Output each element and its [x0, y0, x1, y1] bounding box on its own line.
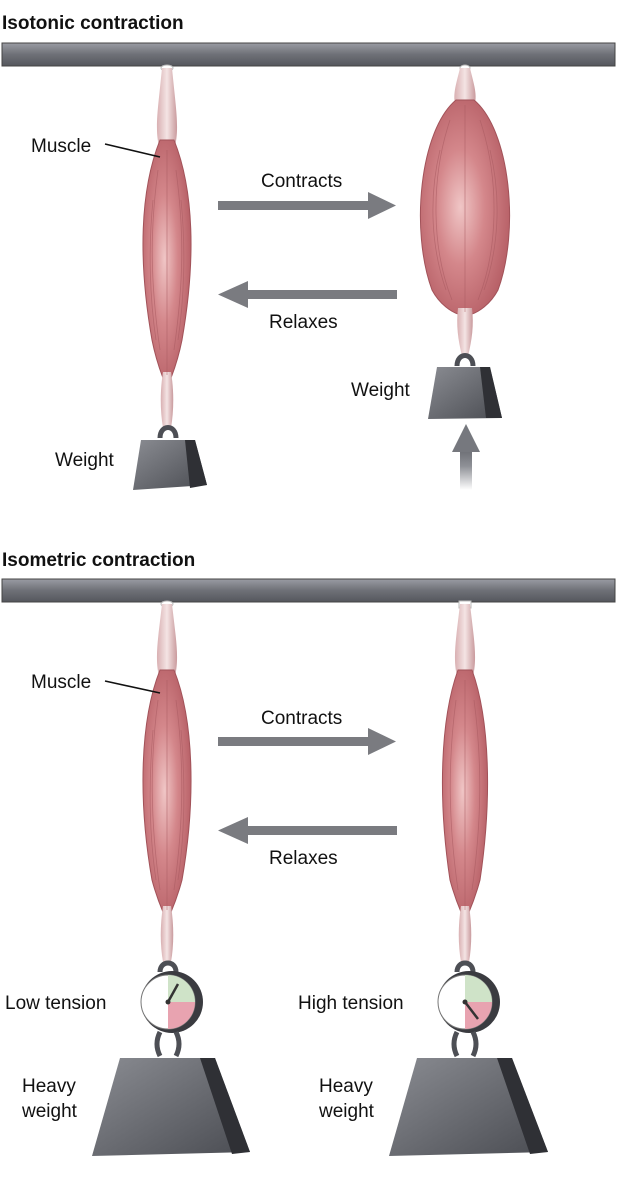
muscle-icon [142, 600, 192, 962]
muscle-label: Muscle [31, 136, 91, 157]
arrow-right-icon [218, 728, 396, 755]
heavy-weight-left-line2: weight [21, 1101, 78, 1122]
muscle-leader-line [104, 143, 161, 158]
muscle-icon [142, 64, 192, 428]
relaxes-label: Relaxes [269, 312, 338, 333]
tension-gauge-icon [140, 960, 203, 1058]
weight-icon [133, 425, 207, 490]
muscle-icon [441, 600, 489, 962]
isometric-muscle-label: Muscle [31, 672, 91, 693]
heavy-weight-right-line1: Heavy [319, 1076, 373, 1097]
muscle-icon [419, 64, 511, 356]
isometric-contracts-label: Contracts [261, 708, 342, 729]
heavy-weight-left-line1: Heavy [22, 1076, 76, 1097]
isotonic-title: Isotonic contraction [2, 13, 184, 34]
weight-left-label: Weight [55, 450, 115, 471]
arrow-left-icon [218, 281, 397, 308]
weight-icon [389, 1058, 548, 1156]
arrow-right-icon [218, 192, 396, 219]
weight-icon [92, 1058, 250, 1156]
arrow-up-icon [452, 424, 480, 490]
isometric-title: Isometric contraction [2, 550, 195, 571]
weight-right-label: Weight [351, 380, 411, 401]
isotonic-ceiling-bar [1, 42, 616, 67]
low-tension-label: Low tension [5, 993, 106, 1014]
muscle-leader-line [104, 680, 161, 694]
arrow-left-icon [218, 817, 397, 844]
contracts-label: Contracts [261, 171, 342, 192]
isometric-section: Isometric contraction Muscle Contracts R… [1, 550, 616, 1156]
isometric-ceiling-bar [1, 578, 616, 603]
high-tension-label: High tension [298, 993, 404, 1014]
weight-icon [428, 353, 502, 419]
isometric-relaxes-label: Relaxes [269, 848, 338, 869]
isotonic-section: Isotonic contraction Muscle Weight Contr… [1, 13, 616, 490]
heavy-weight-right-line2: weight [318, 1101, 375, 1122]
tension-gauge-icon [437, 960, 500, 1058]
